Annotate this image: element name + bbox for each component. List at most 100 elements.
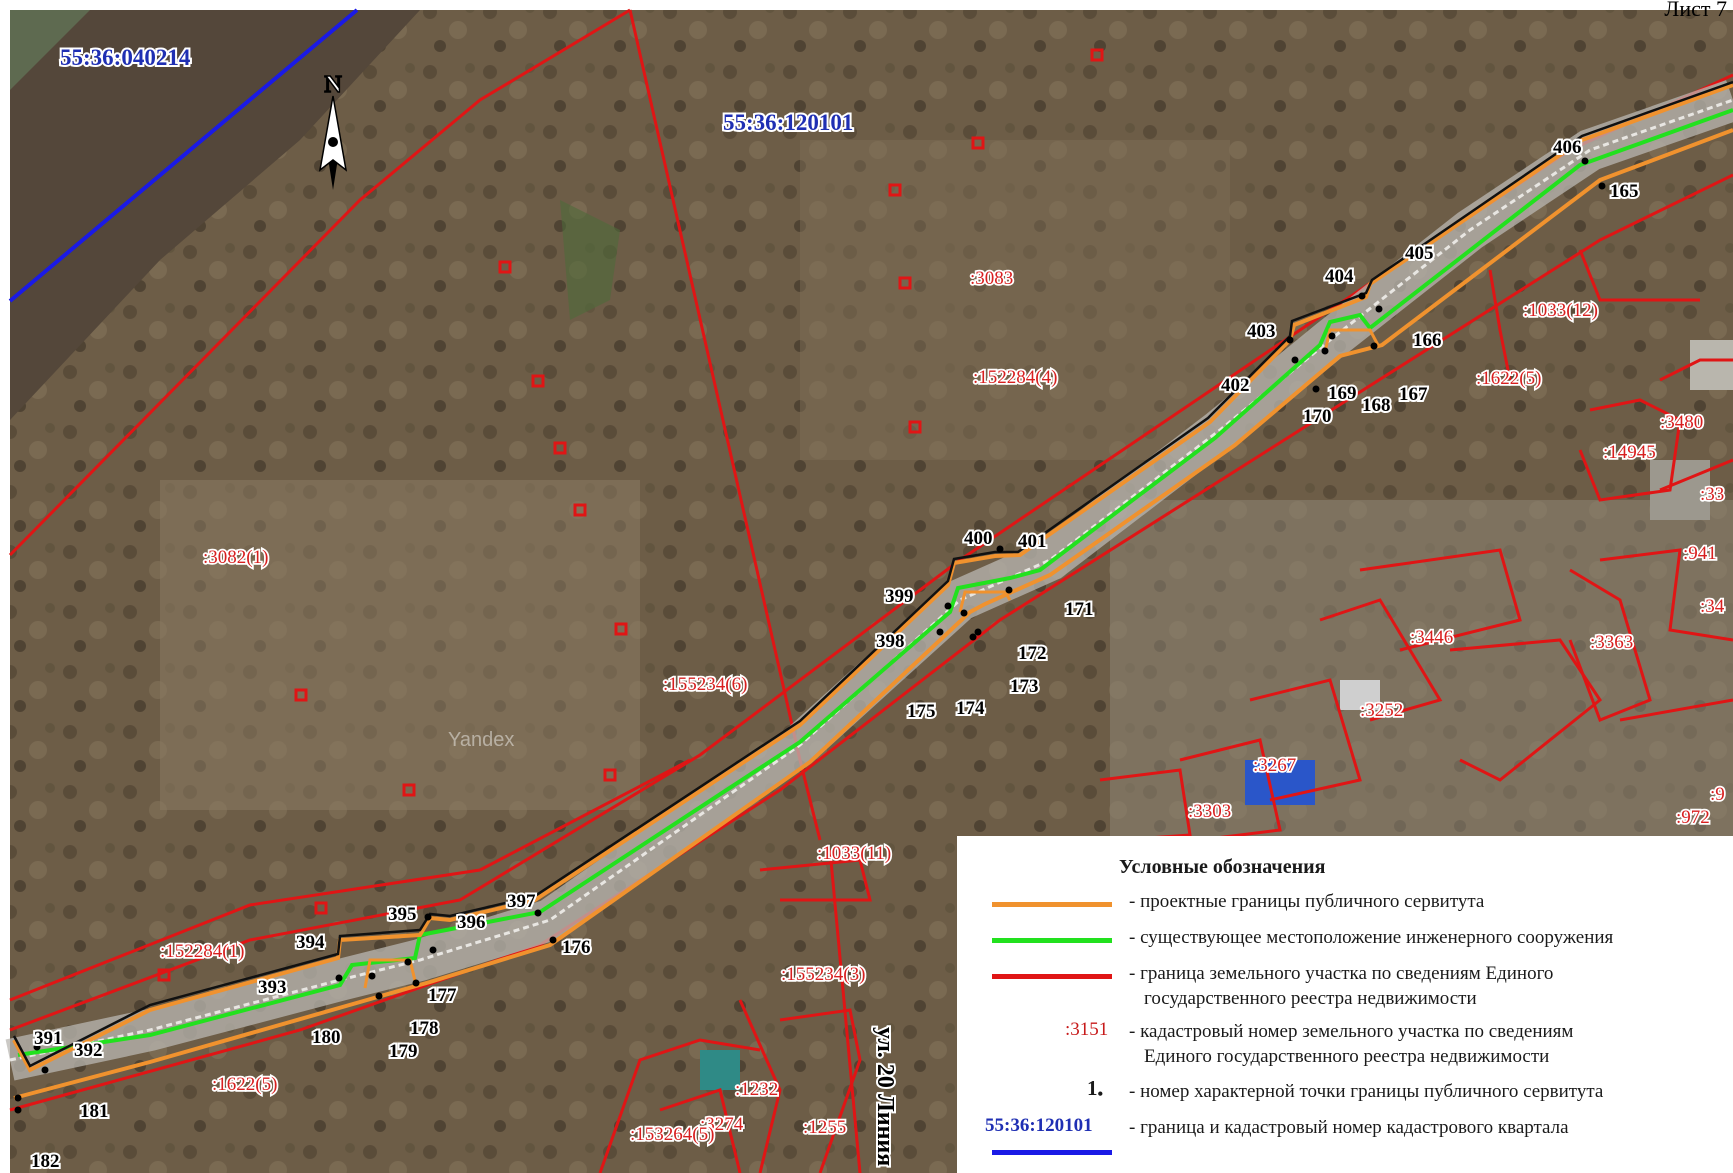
parcel-label: :3446 bbox=[1410, 627, 1453, 648]
point-label: 403 bbox=[1247, 321, 1276, 342]
legend-text: - проектные границы публичного сервитута bbox=[1129, 891, 1485, 912]
legend-text: - граница земельного участка по сведения… bbox=[1129, 963, 1554, 984]
yandex-watermark: Yandex bbox=[448, 729, 514, 751]
parcel-label: :3083 bbox=[970, 268, 1013, 289]
point-label: 172 bbox=[1018, 643, 1047, 664]
point-label: 400 bbox=[964, 528, 993, 549]
parcel-label: :1622(5) bbox=[212, 1074, 277, 1095]
quarter-sample: 55:36:120101 bbox=[985, 1115, 1093, 1136]
legend-title: Условные обозначения bbox=[1119, 856, 1326, 878]
parcel-label: :153264(5) bbox=[630, 1124, 714, 1145]
building bbox=[700, 1050, 740, 1090]
parcel-label: :155234(3) bbox=[781, 964, 865, 985]
legend-panel: Условные обозначения - проектные границы… bbox=[957, 836, 1733, 1173]
parcel-label: :34 bbox=[1700, 596, 1725, 617]
parcel-label: :1033(11) bbox=[817, 843, 891, 864]
point-label: 393 bbox=[258, 977, 287, 998]
point-label: 395 bbox=[388, 904, 417, 925]
point-label: 169 bbox=[1328, 383, 1357, 404]
legend-text: Единого государственного реестра недвижи… bbox=[1144, 1046, 1550, 1067]
point-label: 176 bbox=[562, 937, 591, 958]
servitude-swatch bbox=[992, 902, 1112, 907]
point-label: 404 bbox=[1325, 266, 1354, 287]
point-label: 405 bbox=[1405, 243, 1434, 264]
quarter-label: 55:36:040214 bbox=[60, 45, 191, 70]
north-label: N bbox=[324, 72, 342, 98]
parcel-label: :33 bbox=[1700, 484, 1724, 505]
point-sample-number: 1 bbox=[1087, 1076, 1098, 1100]
quarter-label: 55:36:120101 bbox=[723, 110, 853, 135]
parcel-label: :3303 bbox=[1188, 801, 1231, 822]
quarter-boundary-line bbox=[8, 8, 359, 303]
point-label: 170 bbox=[1303, 406, 1332, 427]
green-patch bbox=[560, 200, 620, 320]
point-markers bbox=[14, 157, 1606, 1114]
point-label: 178 bbox=[410, 1018, 439, 1039]
point-label: 394 bbox=[296, 932, 325, 953]
point-label: 181 bbox=[80, 1101, 109, 1122]
light-clearing bbox=[800, 140, 1230, 460]
point-label: 397 bbox=[507, 891, 536, 912]
parcel-label: :155234(6) bbox=[663, 674, 747, 695]
quarter-swatch bbox=[992, 1150, 1112, 1155]
structure-swatch bbox=[992, 938, 1112, 943]
parcel-label: :3267 bbox=[1253, 755, 1296, 776]
building bbox=[1690, 340, 1733, 390]
legend-text: государственного реестра недвижимости bbox=[1144, 988, 1477, 1009]
river bbox=[10, 10, 420, 420]
parcel-label: :1622(5) bbox=[1476, 368, 1541, 389]
riverbank bbox=[10, 10, 90, 90]
point-label: 177 bbox=[428, 985, 457, 1006]
parcel-label: :972 bbox=[1676, 807, 1710, 828]
point-label: 168 bbox=[1362, 395, 1391, 416]
servitude-edge-lines bbox=[12, 80, 1733, 1068]
legend-text: - кадастровый номер земельного участка п… bbox=[1129, 1021, 1574, 1042]
parcel-label: :941 bbox=[1683, 543, 1717, 564]
parcel-markers bbox=[157, 48, 1104, 982]
servitude-boundary-inner[interactable] bbox=[1323, 328, 1380, 353]
building bbox=[1340, 680, 1380, 710]
point-sample: 1• bbox=[1087, 1076, 1104, 1103]
parcel-label: :3480 bbox=[1660, 412, 1703, 433]
point-label: 179 bbox=[389, 1041, 418, 1062]
legend-text: - существующее местоположение инженерног… bbox=[1129, 927, 1614, 948]
point-label: 406 bbox=[1553, 137, 1582, 158]
parcel-label: :1033(12) bbox=[1523, 300, 1598, 321]
point-label: 180 bbox=[312, 1027, 341, 1048]
point-label: 399 bbox=[885, 586, 914, 607]
existing-structure-line[interactable] bbox=[17, 108, 1733, 1057]
point-label: 401 bbox=[1018, 531, 1047, 552]
parcel-label: :3252 bbox=[1360, 700, 1403, 721]
parcel-swatch bbox=[992, 974, 1112, 979]
parcel-label: :1255 bbox=[803, 1117, 846, 1138]
legend-text: - номер характерной точки границы публич… bbox=[1129, 1081, 1604, 1102]
parcel-code-sample: :3151 bbox=[1065, 1019, 1109, 1040]
parcel-label: :3363 bbox=[1590, 632, 1633, 653]
north-arrow bbox=[318, 95, 348, 190]
point-label: 166 bbox=[1413, 330, 1442, 351]
point-label: 175 bbox=[907, 701, 936, 722]
light-clearing bbox=[160, 480, 640, 810]
point-label: 171 bbox=[1065, 599, 1094, 620]
point-label: 398 bbox=[876, 631, 905, 652]
point-label: 402 bbox=[1221, 375, 1250, 396]
parcel-label: :3274 bbox=[700, 1114, 744, 1135]
parcel-boundaries bbox=[8, 8, 1733, 1173]
point-label: 167 bbox=[1399, 384, 1428, 405]
point-label: 392 bbox=[74, 1040, 103, 1061]
parcel-label: :3082(1) bbox=[203, 547, 268, 568]
point-label: 173 bbox=[1010, 676, 1039, 697]
point-label: 391 bbox=[34, 1028, 63, 1049]
point-label: 396 bbox=[457, 912, 486, 933]
servitude-boundary-inner[interactable] bbox=[958, 590, 1012, 613]
point-dot-icon: • bbox=[1097, 1086, 1104, 1103]
sheet-number: Лист 7 bbox=[1664, 0, 1727, 21]
parcel-label: :14945 bbox=[1603, 442, 1656, 463]
street-label: ул. 20 Линия bbox=[872, 1027, 898, 1166]
servitude-boundary-inner[interactable] bbox=[363, 958, 418, 989]
point-label: 165 bbox=[1610, 181, 1639, 202]
point-label: 174 bbox=[956, 698, 985, 719]
parcel-label: :152284(4) bbox=[973, 367, 1057, 388]
parcel-label: :1232 bbox=[735, 1079, 778, 1100]
